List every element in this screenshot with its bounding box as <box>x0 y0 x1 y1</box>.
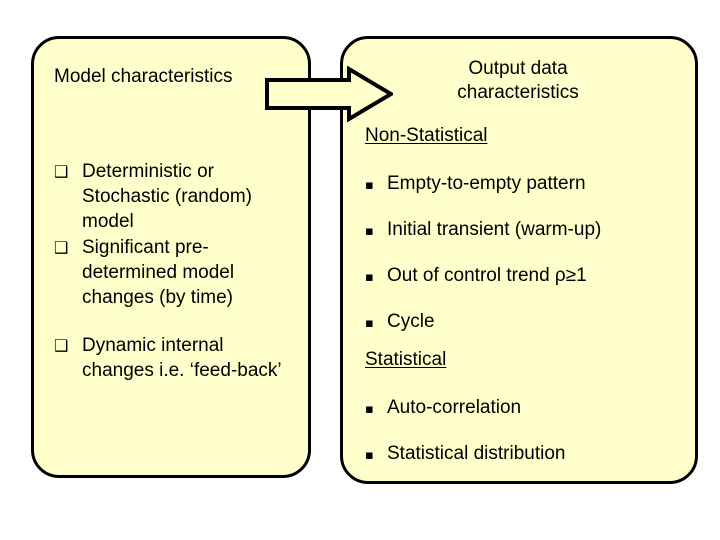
list-item: ▪ Cycle <box>365 309 685 336</box>
square-bullet-icon: ▪ <box>365 270 374 285</box>
square-bullet-icon: ▪ <box>365 178 374 193</box>
list-item-label: Deterministic or Stochastic (random) mod… <box>82 161 253 232</box>
square-bullet-icon: ▪ <box>365 402 374 417</box>
list-item-label: Initial transient (warm-up) <box>387 219 602 240</box>
checkbox-box-icon: ❑ <box>54 162 69 181</box>
model-characteristics-panel: Model characteristics ❑ Deterministic or… <box>31 36 311 478</box>
list-item: ▪ Statistical distribution <box>365 441 685 468</box>
list-item-label: Dynamic internal changes i.e. ‘feed-back… <box>82 335 282 381</box>
list-item: ▪ Empty-to-empty pattern <box>365 171 685 198</box>
square-bullet-icon: ▪ <box>365 224 374 239</box>
list-item: ❑ Dynamic internal changes i.e. ‘feed-ba… <box>54 333 299 383</box>
list-item-label: Statistical distribution <box>387 443 566 464</box>
list-item: ▪ Out of control trend ρ≥1 <box>365 263 685 290</box>
block-arrow-right-icon <box>265 66 393 122</box>
arrow-shape <box>265 66 393 122</box>
section-heading-non-statistical: Non-Statistical <box>365 125 488 146</box>
list-item: ❑ Deterministic or Stochastic (random) m… <box>54 159 299 234</box>
list-item-label: Empty-to-empty pattern <box>387 173 586 194</box>
right-panel-title: Output data characteristics <box>457 58 579 103</box>
checkbox-box-icon: ❑ <box>54 238 69 257</box>
square-bullet-icon: ▪ <box>365 448 374 463</box>
section-heading-statistical: Statistical <box>365 349 447 370</box>
list-item-label: Auto-correlation <box>387 397 522 418</box>
list-item-label: Out of control trend ρ≥1 <box>387 265 587 286</box>
list-item: ▪ Auto-correlation <box>365 395 685 422</box>
square-bullet-icon: ▪ <box>365 316 374 331</box>
left-panel-title: Model characteristics <box>54 66 233 87</box>
output-data-characteristics-panel: Output data characteristics Non-Statisti… <box>340 36 698 484</box>
list-item: ❑ Significant pre-determined model chang… <box>54 235 299 310</box>
list-item-label: Cycle <box>387 311 435 332</box>
checkbox-box-icon: ❑ <box>54 336 69 355</box>
list-item-label: Significant pre-determined model changes… <box>82 237 235 308</box>
list-item: ▪ Initial transient (warm-up) <box>365 217 685 244</box>
